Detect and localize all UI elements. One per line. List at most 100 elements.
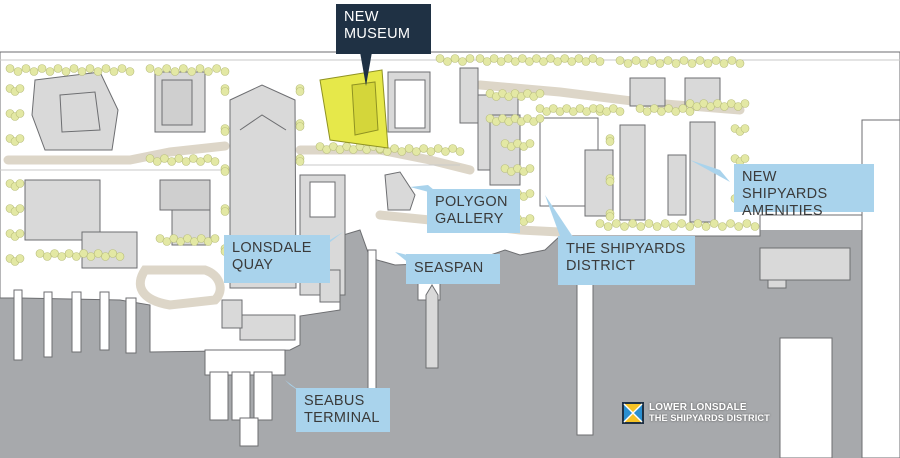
tree — [703, 59, 713, 68]
logo-line-1: LOWER LONSDALE — [649, 402, 747, 413]
lonsdale-quay-label[interactable]: LONSDALE QUAY — [224, 235, 330, 283]
new-museum-label[interactable]: NEW MUSEUM — [336, 4, 431, 54]
tree — [635, 104, 645, 113]
new-museum-tower — [351, 81, 379, 136]
tree — [220, 207, 230, 216]
tree — [29, 67, 39, 76]
tree — [179, 64, 188, 73]
polygon-gallery-label[interactable]: POLYGON GALLERY — [427, 189, 520, 233]
tree — [735, 59, 745, 68]
tree — [187, 67, 196, 76]
tree — [167, 157, 176, 166]
tree — [15, 109, 25, 118]
tree — [636, 222, 646, 231]
seaspan-label[interactable]: SEASPAN — [406, 254, 500, 284]
tree — [631, 56, 641, 65]
tree — [108, 249, 118, 258]
tree — [196, 157, 205, 166]
tree — [152, 157, 162, 166]
seabus-terminal-label[interactable]: SEABUS TERMINAL — [296, 388, 390, 432]
tree — [160, 154, 169, 163]
tree — [693, 219, 703, 228]
lonsdale-quay-label-text: LONSDALE QUAY — [232, 240, 312, 273]
tree — [210, 157, 220, 166]
tree — [465, 54, 475, 63]
tree — [740, 124, 750, 133]
tree — [603, 222, 613, 231]
tree — [441, 147, 450, 156]
tree — [45, 67, 55, 76]
tree — [663, 56, 673, 65]
tree — [695, 56, 705, 65]
tree — [649, 104, 659, 113]
tree — [154, 67, 163, 76]
tree — [72, 252, 81, 261]
new-shipyards-amenities-label[interactable]: NEW SHIPYARDS AMENITIES — [734, 164, 874, 219]
tree — [220, 127, 230, 136]
tree — [525, 164, 535, 173]
tree — [671, 107, 681, 116]
shipyards-district-label[interactable]: THE SHIPYARDS DISTRICT — [558, 236, 695, 285]
tree — [220, 87, 230, 96]
tree — [727, 56, 737, 65]
tree — [660, 219, 670, 228]
tree — [15, 254, 25, 263]
tree — [455, 147, 465, 156]
tree — [669, 222, 678, 231]
logo-mark-icon — [622, 402, 644, 424]
polygon-gallery-label-text: POLYGON GALLERY — [435, 194, 508, 227]
lower-lonsdale-logo: LOWER LONSDALE THE SHIPYARDS DISTRICT — [622, 402, 772, 428]
tree — [101, 252, 110, 261]
tree — [382, 147, 392, 156]
tree — [419, 144, 428, 153]
tree — [61, 67, 71, 76]
tree — [657, 107, 666, 116]
tree — [412, 147, 421, 156]
tree — [628, 219, 637, 228]
tree — [443, 57, 452, 66]
tree — [595, 57, 605, 66]
tree — [295, 87, 305, 96]
tree — [711, 56, 721, 65]
tree — [170, 67, 180, 76]
tree — [742, 219, 752, 228]
tree — [404, 144, 414, 153]
tree — [397, 147, 407, 156]
tree — [212, 64, 221, 73]
tree — [740, 154, 750, 163]
tree — [535, 89, 545, 98]
tree — [13, 67, 23, 76]
tree — [750, 222, 760, 231]
tree — [220, 167, 230, 176]
tree — [15, 229, 25, 238]
tree — [615, 56, 625, 65]
tree — [734, 222, 743, 231]
logo-line-2: THE SHIPYARDS DISTRICT — [649, 413, 770, 423]
tree — [615, 107, 625, 116]
seabus-terminal-label-text: SEABUS TERMINAL — [304, 393, 380, 426]
tree — [69, 64, 79, 73]
tree — [15, 134, 25, 143]
new-shipyards-amenities-label-text: NEW SHIPYARDS AMENITIES — [742, 169, 828, 219]
tree — [295, 157, 305, 166]
tree — [535, 114, 545, 123]
tree — [174, 154, 184, 163]
museum-pointer — [360, 52, 372, 86]
tree — [639, 59, 649, 68]
tree — [15, 179, 25, 188]
tree — [664, 104, 673, 113]
tree — [525, 214, 535, 223]
tree — [719, 59, 729, 68]
tree — [612, 219, 621, 228]
tree — [726, 219, 735, 228]
tree — [117, 64, 127, 73]
tree — [620, 222, 629, 231]
tree — [210, 234, 220, 243]
tree — [677, 219, 686, 228]
tree — [93, 249, 103, 258]
tree — [195, 64, 205, 73]
tree — [701, 222, 711, 231]
tree — [5, 64, 15, 73]
tree — [687, 59, 697, 68]
